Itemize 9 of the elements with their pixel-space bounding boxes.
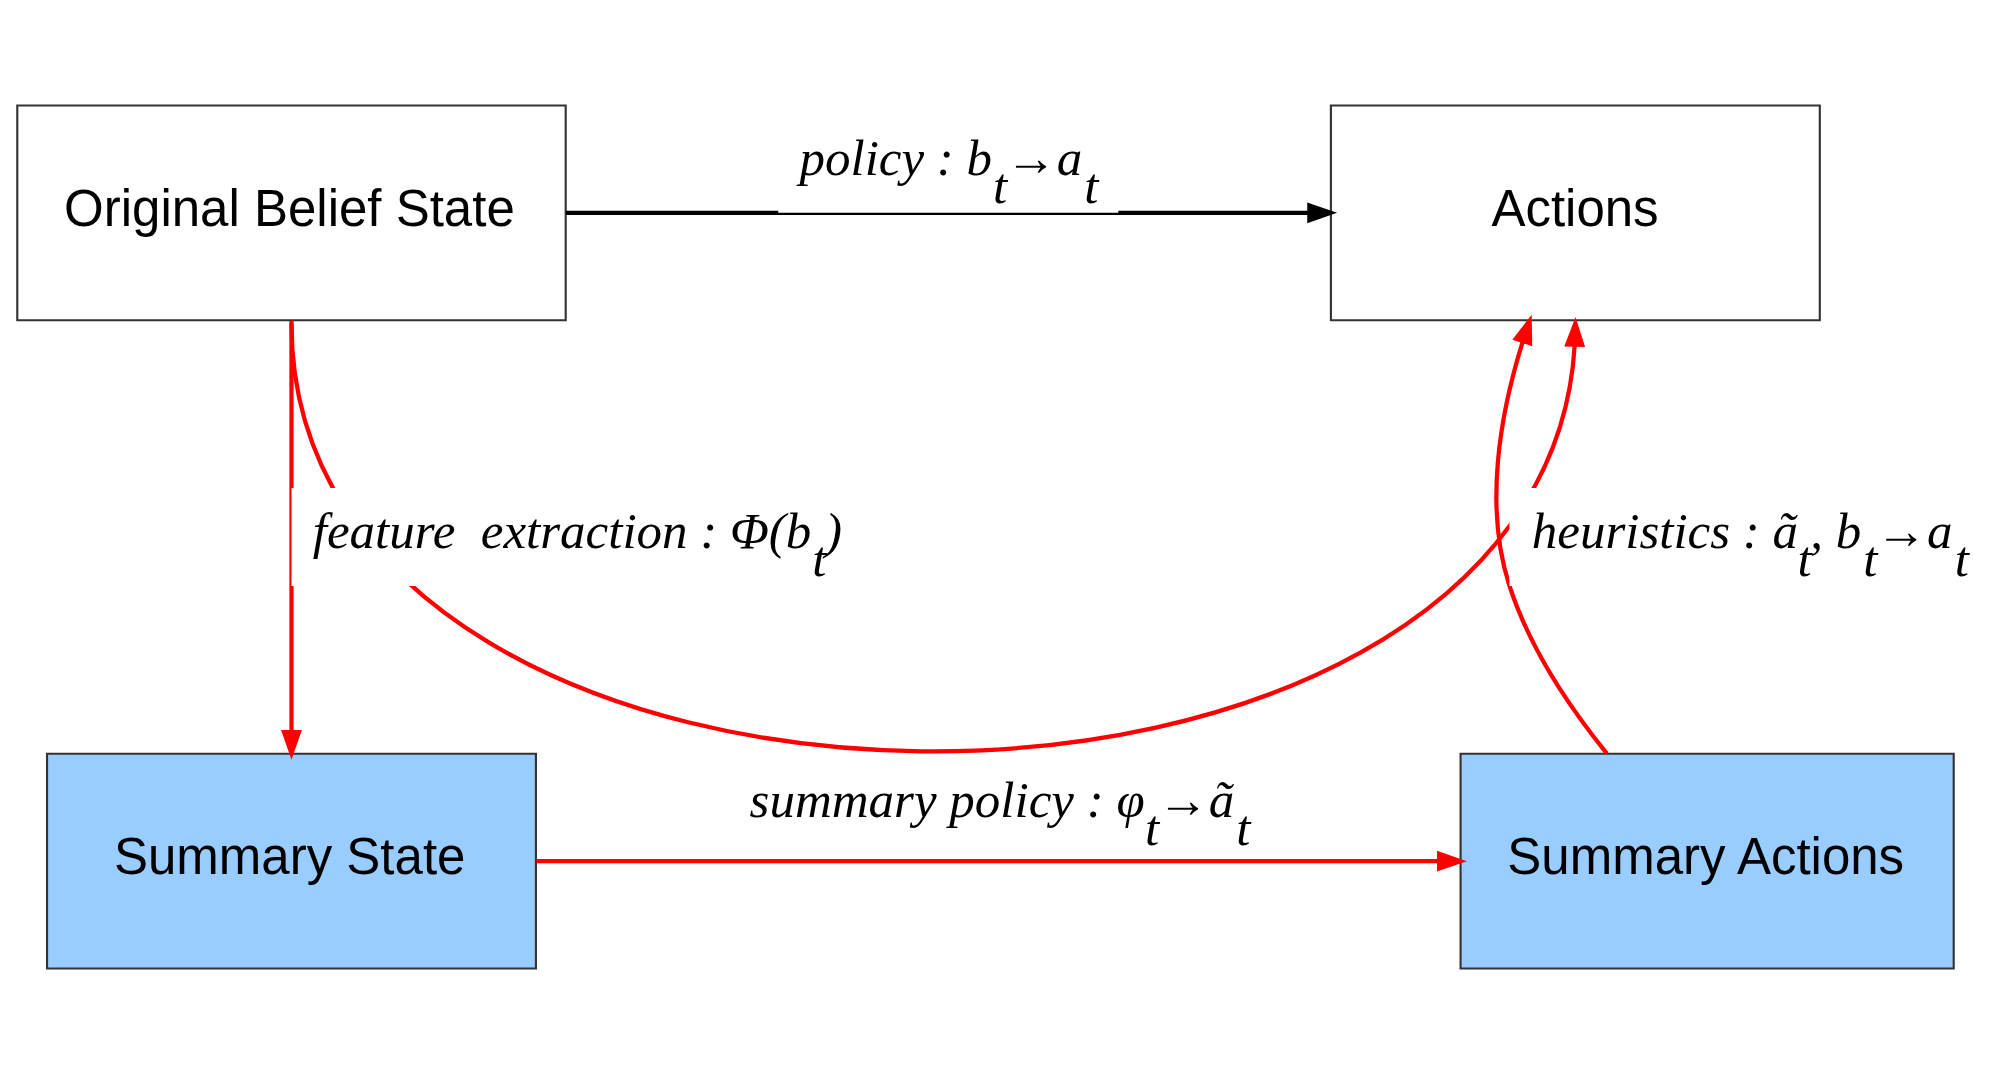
arrow bbox=[565, 201, 1338, 223]
arrow bbox=[289, 316, 1586, 753]
arrow bbox=[281, 320, 302, 760]
node-box: Summary State bbox=[45, 752, 537, 970]
node-box: Actions bbox=[1329, 103, 1821, 321]
arrow bbox=[536, 850, 1467, 872]
arrow bbox=[1494, 314, 1609, 755]
node-box: Summary Actions bbox=[1459, 752, 1955, 970]
node-box: Original Belief State bbox=[16, 103, 567, 321]
